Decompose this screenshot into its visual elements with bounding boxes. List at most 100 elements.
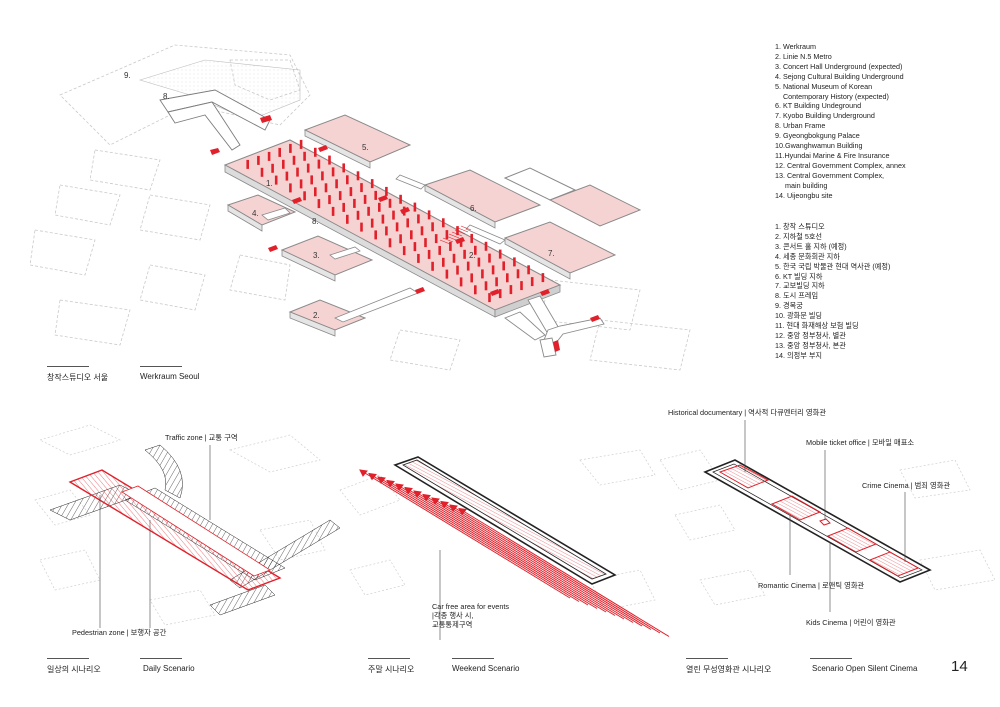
traffic-strip-right bbox=[209, 584, 276, 616]
crime-cinema-label: Crime Cinema | 범죄 영화관 bbox=[862, 481, 951, 490]
legend-item: 7. Kyobo Building Underground bbox=[775, 111, 875, 121]
column-mark bbox=[502, 261, 505, 271]
column-mark bbox=[306, 163, 310, 173]
romantic-cinema bbox=[770, 495, 822, 521]
block-3-concert-hall bbox=[280, 235, 374, 282]
column-mark bbox=[427, 210, 431, 220]
block-7-kyobo bbox=[503, 221, 617, 280]
column-mark bbox=[431, 261, 434, 271]
daily-caption-english: Daily Scenario bbox=[143, 664, 195, 673]
column-mark bbox=[321, 171, 324, 181]
legend-item: 5. 한국 국립 박물관 현대 역사관 (예정) bbox=[775, 261, 891, 271]
column-mark bbox=[413, 202, 417, 212]
corridor-columns bbox=[246, 139, 545, 303]
column-mark bbox=[299, 179, 303, 189]
label-7: 7. bbox=[548, 249, 555, 258]
main-corridor bbox=[223, 139, 562, 318]
column-mark bbox=[434, 234, 438, 244]
column-mark bbox=[431, 222, 434, 232]
column-mark bbox=[427, 249, 431, 259]
column-mark bbox=[346, 175, 349, 185]
historical-cinema bbox=[718, 464, 770, 489]
column-mark bbox=[346, 214, 349, 224]
column-mark bbox=[495, 277, 498, 287]
caption-rule bbox=[47, 366, 89, 367]
column-mark bbox=[317, 199, 321, 209]
block-5-museum bbox=[303, 114, 412, 169]
column-mark bbox=[370, 179, 374, 189]
traffic-arrow-head bbox=[386, 479, 395, 488]
crime-cinema bbox=[868, 551, 920, 577]
column-mark bbox=[466, 261, 470, 271]
traffic-arrow-head bbox=[377, 476, 386, 484]
label-8a: 8. bbox=[163, 92, 170, 101]
column-mark bbox=[417, 253, 420, 263]
legend-item: 10. 광화문 빌딩 bbox=[775, 311, 823, 321]
column-mark bbox=[374, 190, 377, 200]
romantic-cinema-label: Romantic Cinema | 로맨틱 영화관 bbox=[758, 581, 865, 590]
column-mark bbox=[289, 143, 292, 153]
label-9: 9. bbox=[124, 71, 131, 80]
legend-item: 10.Gwanghwamun Building bbox=[775, 141, 863, 151]
legend-item: 3. 콘서트 홀 지하 (예정) bbox=[775, 241, 847, 251]
column-mark bbox=[516, 269, 520, 279]
legend-item: 11. 현대 화재해상 보험 빌딩 bbox=[775, 321, 859, 331]
column-mark bbox=[378, 202, 381, 212]
cinema-frame-inner bbox=[712, 463, 923, 579]
column-mark bbox=[402, 246, 406, 256]
legend-item: 14. 의정부 부지 bbox=[775, 350, 823, 360]
urban-frame-north bbox=[159, 89, 271, 151]
column-mark bbox=[474, 245, 477, 255]
traffic-arrow-head bbox=[395, 483, 404, 491]
traffic-arrow-line bbox=[458, 508, 670, 637]
main-map-numbers: 1. 2. 3. 4. 5. 6. 7. 8. 8. 9. 2. bbox=[124, 71, 555, 320]
cinema-leaders bbox=[744, 420, 906, 612]
traffic-arrow-head bbox=[440, 500, 449, 509]
column-mark bbox=[328, 195, 331, 205]
traffic-arrow-line bbox=[368, 473, 580, 602]
car-free-label-line3: 교통통제구역 bbox=[432, 620, 473, 629]
column-mark bbox=[271, 163, 274, 173]
weekend-scenario-diagram bbox=[339, 449, 670, 640]
column-mark bbox=[459, 277, 463, 287]
column-mark bbox=[509, 285, 513, 295]
palace-footprint bbox=[138, 59, 301, 121]
legend-item: 8. 도시 프레임 bbox=[775, 291, 819, 301]
column-mark bbox=[360, 222, 363, 232]
column-mark bbox=[438, 245, 441, 255]
traffic-arrow-line bbox=[404, 487, 616, 616]
car-free-frame-inner bbox=[402, 459, 607, 580]
legend-item: 13. Central Government Complex, bbox=[775, 170, 885, 180]
legend-item: 14. Uijeongbu site bbox=[775, 190, 833, 200]
column-mark bbox=[392, 210, 395, 220]
column-mark bbox=[445, 230, 449, 240]
car-free-label-line2: |각종 행사 시, bbox=[432, 611, 474, 620]
cinema-caption-korean: 열린 무성영화관 시나리오 bbox=[686, 665, 772, 674]
legend-item: 6. KT Building Undeground bbox=[775, 101, 862, 111]
werkraum-axonometric-diagram: 1. 2. 3. 4. 5. 6. 7. 8. 8. 9. 2. bbox=[29, 44, 691, 371]
label-3: 3. bbox=[313, 251, 320, 260]
column-mark bbox=[541, 273, 545, 283]
cinema-frame-outer bbox=[703, 459, 932, 583]
legend-item: 13. 중앙 정부청사, 본관 bbox=[775, 340, 846, 350]
column-mark bbox=[285, 171, 289, 181]
column-mark bbox=[520, 281, 523, 291]
legend-item: 3. Concert Hall Underground (expected) bbox=[775, 61, 903, 71]
column-mark bbox=[442, 257, 445, 267]
column-mark bbox=[527, 265, 530, 275]
column-mark bbox=[381, 214, 385, 224]
column-mark bbox=[353, 198, 356, 208]
caption-rule bbox=[47, 658, 89, 659]
column-mark bbox=[331, 206, 335, 216]
legend-item: 11.Hyundai Marine & Fire Insurance bbox=[775, 150, 890, 160]
column-mark bbox=[278, 147, 281, 157]
legend-item: 8. Urban Frame bbox=[775, 121, 826, 131]
column-mark bbox=[342, 202, 345, 212]
caption-rule bbox=[452, 658, 494, 659]
column-mark bbox=[513, 257, 516, 267]
legend-item: 12. 중앙 정부청사, 별관 bbox=[775, 330, 846, 340]
column-mark bbox=[310, 175, 313, 185]
car-free-label-line1: Car free area for events bbox=[432, 602, 510, 611]
column-mark bbox=[395, 222, 399, 232]
